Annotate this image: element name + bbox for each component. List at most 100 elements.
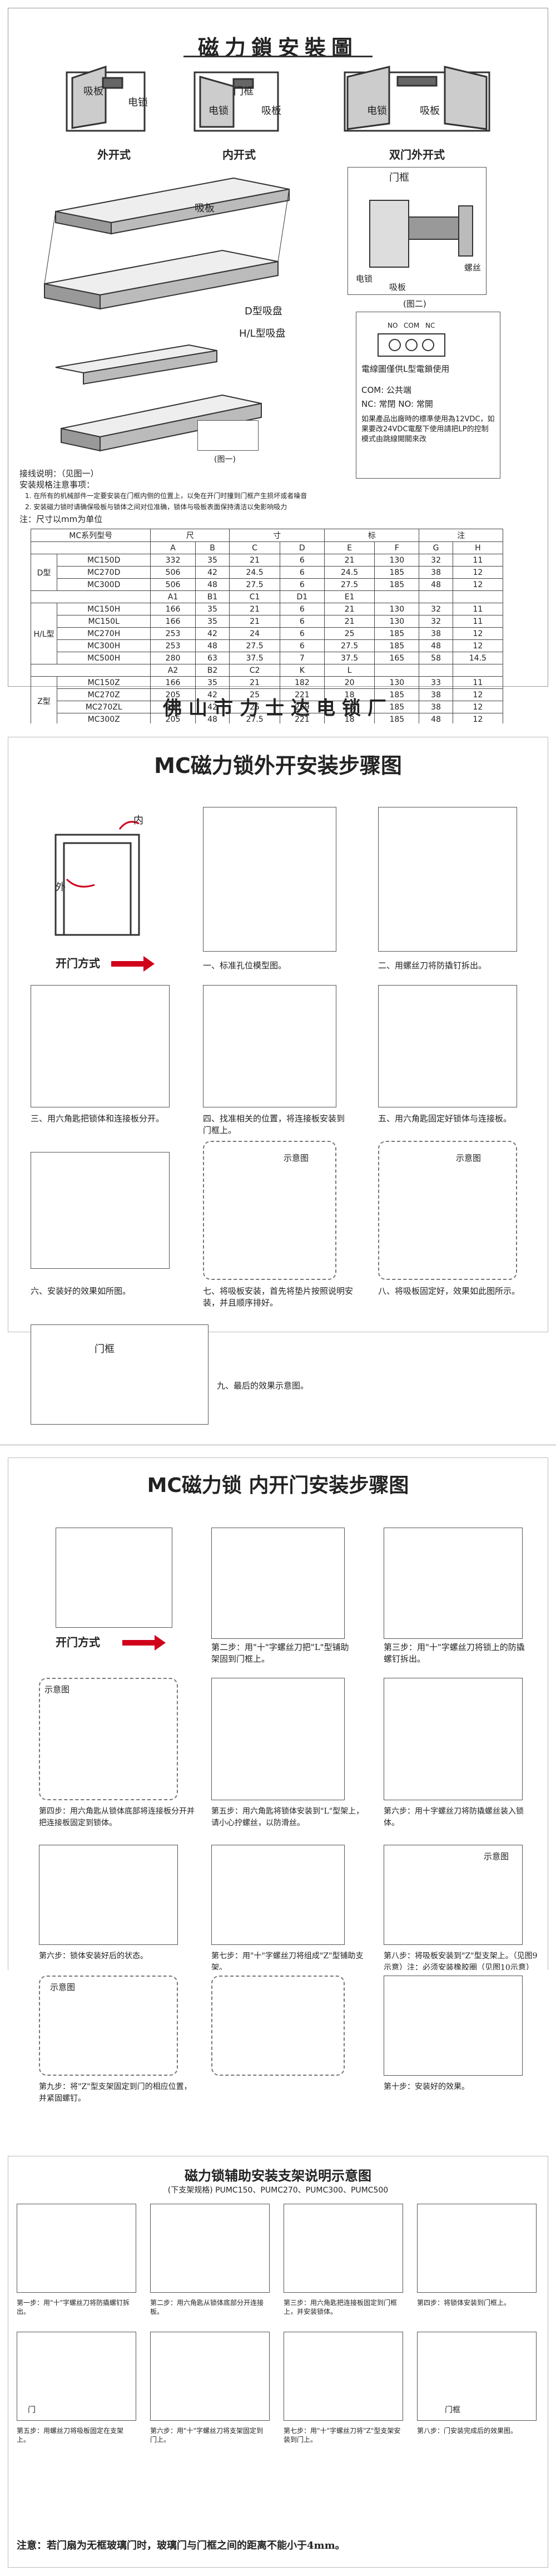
- in-zoom-10: 示意图: [50, 1982, 76, 1992]
- table-cell: 32: [419, 615, 453, 628]
- table-cell: 14.5: [452, 652, 504, 664]
- table-cell: 11: [452, 603, 504, 615]
- in-step-box-1: [56, 1528, 172, 1628]
- table-cell: MC150Z: [56, 676, 151, 689]
- table-cell: 33: [419, 676, 453, 689]
- label-xiban-2: 吸板: [261, 105, 281, 117]
- in-step-box-6: [384, 1678, 523, 1800]
- label-diansuo-3: 电锁: [367, 105, 387, 117]
- terminal-nc: NC: [425, 322, 435, 329]
- table-group-cell: D型: [31, 554, 57, 591]
- table-cell: 6: [279, 615, 325, 628]
- table-cell: 32: [419, 603, 453, 615]
- br-step-caption-3: 第三步：用六角匙把连接板固定到门框上，并安装锁体。: [284, 2299, 398, 2316]
- note-4: 2. 安装磁力锁时请确保吸板与锁体之间对位准确，锁体与吸板表面保持清洁以免影响吸…: [25, 503, 287, 511]
- table-cell: [374, 664, 420, 677]
- table-cell: MC300D: [56, 578, 151, 591]
- table-cell: 269: [279, 701, 325, 713]
- table-cell: B2: [195, 664, 230, 677]
- table-cell: 182: [279, 676, 325, 689]
- table-cell: 27.5: [229, 578, 280, 591]
- table-cell: 11: [452, 676, 504, 689]
- table-cell: 42: [195, 627, 230, 640]
- fig2-drawing: [369, 200, 473, 268]
- table-cell: 166: [150, 603, 196, 615]
- section-subtitle: (下支架规格) PUMC150、PUMC270、PUMC300、PUMC500: [167, 2186, 389, 2195]
- table-cell: MC270Z: [56, 688, 151, 701]
- step-box-2: [378, 807, 517, 952]
- in-step-box-11: [211, 1976, 345, 2076]
- table-cell: 24.5: [324, 566, 375, 579]
- zoom-label-7: 示意图: [284, 1153, 309, 1163]
- step-caption-7: 七、将吸板安装，首先将垫片按照说明安装，并且顺序排好。: [203, 1286, 354, 1308]
- table-cell: 185: [374, 627, 420, 640]
- table-cell: 12: [452, 701, 504, 713]
- table-cell: MC150L: [56, 615, 151, 628]
- table-cell: 27.5: [324, 578, 375, 591]
- fig2-label-luosi: 螺丝: [464, 263, 481, 273]
- table-cell: [419, 590, 453, 603]
- br-step-box-8: [417, 2332, 537, 2421]
- in-step-box-10: [39, 1976, 178, 2076]
- table-cell: B1: [195, 590, 230, 603]
- step-caption-1: 一、标准孔位模型图。: [203, 961, 287, 971]
- table-cell: 24.5: [229, 566, 280, 579]
- note-1: 接线说明：（见图一）: [19, 469, 99, 479]
- table-header-cell: D: [279, 541, 325, 554]
- d-type-plate-drawing: [44, 177, 290, 310]
- label-xiban-1: 吸板: [83, 86, 103, 97]
- in-step-caption-10: 第九步：将"Z"型支架固定到门的相应位置，并紧固螺钉。: [39, 2082, 192, 2103]
- table-cell: 35: [195, 603, 230, 615]
- table-header-cell: MC系列型号: [30, 529, 151, 542]
- table-cell: 37.5: [229, 652, 280, 664]
- in-step-caption-3: 第三步：用"十"字螺丝刀将锁上的防撬螺钉拆出。: [384, 1642, 525, 1664]
- table-cell: 166: [150, 676, 196, 689]
- table-header-cell: B: [195, 541, 230, 554]
- door-open-graphic: [54, 821, 140, 936]
- table-cell: 25: [324, 627, 375, 640]
- outward-install-section: MC磁力锁外开安装步骤图 内 外 开门方式 一、标准孔位模型图。 二、用螺丝刀将…: [0, 729, 556, 1336]
- br-step-caption-7: 第七步：用"十"字螺丝刀将"Z"型支架安装到门上。: [284, 2427, 401, 2444]
- section-frame: [8, 737, 548, 1332]
- factory-footer: 佛山市力士达电锁厂: [163, 697, 393, 720]
- step-box-1: [203, 807, 336, 952]
- table-cell: 6: [279, 603, 325, 615]
- table-cell: 48: [419, 713, 453, 726]
- section-title: 磁力锁辅助安装支架说明示意图: [185, 2168, 371, 2184]
- caption-double: 双门外开式: [389, 148, 445, 161]
- table-cell: MC150H: [56, 603, 151, 615]
- table-header-cell: 注: [419, 529, 503, 542]
- in-step-box-8: [211, 1845, 345, 1945]
- table-cell: 21: [229, 676, 280, 689]
- door-illustrations: [66, 65, 490, 132]
- bracket-note: 注意：若门扇为无框玻璃门时，玻璃门与门框之间的距离不能小于4mm。: [17, 2540, 345, 2552]
- br-step-caption-6: 第六步：用"十"字螺丝刀将支架固定到门上。: [150, 2427, 264, 2444]
- table-cell: 35: [195, 615, 230, 628]
- table-cell: 6: [279, 578, 325, 591]
- br-step-caption-5: 第五步：用螺丝刀将吸板固定在支架上。: [17, 2427, 124, 2444]
- table-cell: 48: [195, 639, 230, 652]
- table-cell: MC150D: [56, 554, 151, 567]
- br-label-menkuang: 门框: [445, 2406, 460, 2415]
- in-open-mode-label: 开门方式: [56, 1636, 100, 1649]
- table-cell: 21: [324, 615, 375, 628]
- table-cell: 21: [229, 554, 280, 567]
- in-red-arrow: [122, 1635, 166, 1651]
- table-group-cell: Z型: [31, 676, 57, 726]
- table-header-cell: C: [229, 541, 280, 554]
- step-caption-4: 四、找准相关的位置，将连接板安装到门框上。: [203, 1114, 345, 1135]
- br-step-box-3: [284, 2204, 403, 2293]
- br-step-caption-2: 第二步：用六角匙从锁体底部分开连接板。: [150, 2299, 264, 2316]
- table-cell: 221: [279, 713, 325, 726]
- table-header-cell: 尺: [150, 529, 230, 542]
- step-box-4: [203, 985, 336, 1107]
- fig1-frame: [197, 420, 259, 451]
- table-header-cell: [30, 541, 151, 554]
- table-cell: 130: [374, 554, 420, 567]
- table-cell: 506: [150, 578, 196, 591]
- wire-note: 如果產品出廠時的標準使用為12VDC，如果要改24VDC電壓下使用請把LP的控制…: [361, 415, 495, 444]
